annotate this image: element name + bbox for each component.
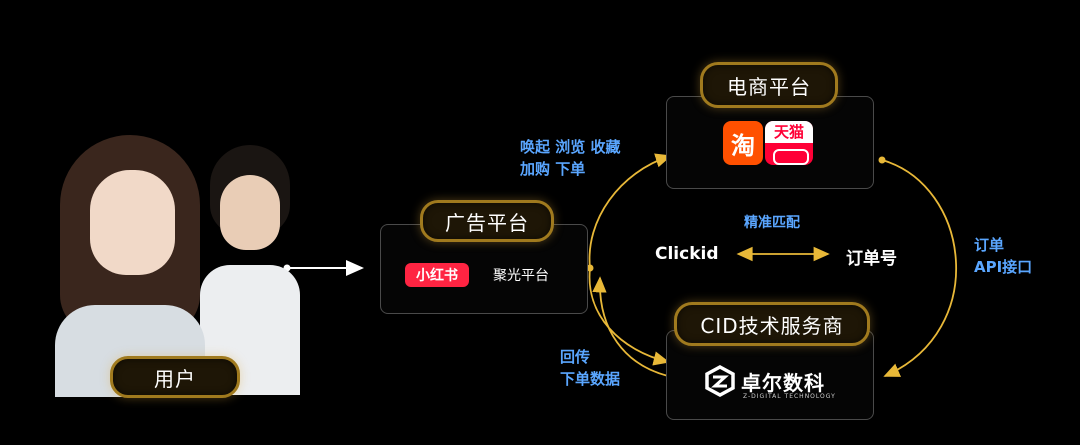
ecommerce-to-cid-arrow: [881, 159, 958, 377]
zdigital-logo-icon: [705, 365, 735, 397]
bottom-left-label-line2: 下单数据: [560, 370, 621, 388]
ad-platform-title: 广告平台: [420, 200, 554, 242]
matching-clickid: Clickid: [655, 244, 719, 264]
xiaohongshu-logo: 小红书: [405, 263, 469, 287]
cid-provider-title: CID技术服务商: [674, 302, 870, 346]
matching-order-number: 订单号: [846, 249, 897, 269]
top-left-label: 唤起 浏览 收藏 加购 下单: [520, 136, 640, 180]
tmall-logo: 天猫: [765, 121, 813, 165]
tmall-logo-text: 天猫: [765, 121, 813, 143]
tmall-cat-icon: [773, 149, 809, 165]
cid-to-ad-return-arrow: [592, 276, 669, 377]
zdigital-logo-name: 卓尔数科: [741, 371, 825, 395]
right-label: 订单 API接口: [974, 234, 1054, 278]
top-left-label-line2: 加购 下单: [520, 160, 586, 178]
ecommerce-box: 淘 天猫: [666, 96, 874, 189]
top-left-label-line1: 唤起 浏览 收藏: [520, 138, 621, 156]
user-label: 用户: [110, 356, 240, 398]
bottom-left-label-line1: 回传: [560, 348, 591, 366]
ad-to-ecommerce-arrow: [588, 153, 672, 269]
right-label-line1: 订单: [974, 236, 1005, 254]
zdigital-logo-sub: Z-DIGITAL TECHNOLOGY: [743, 393, 836, 400]
ad-platform-name: 聚光平台: [493, 268, 549, 284]
taobao-logo: 淘: [723, 121, 763, 165]
bottom-left-label: 回传 下单数据: [560, 346, 650, 390]
right-label-line2: API接口: [974, 258, 1033, 276]
male-figure: [190, 145, 300, 395]
matching-title: 精准匹配: [744, 215, 800, 231]
ecommerce-title: 电商平台: [700, 62, 838, 108]
